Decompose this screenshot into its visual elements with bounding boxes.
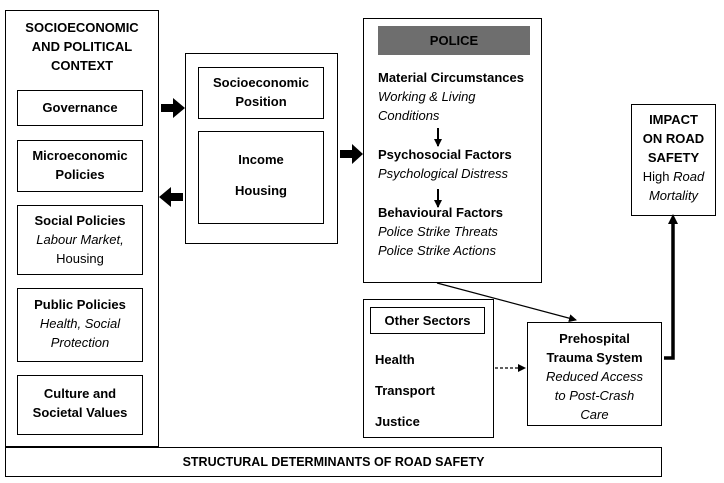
material-circumstances-title: Material Circumstances [378,70,524,85]
arrow-position-to-police [340,144,363,164]
impact-high-road: High Road [642,169,705,184]
psychosocial-factors-title: Psychosocial Factors [378,147,512,162]
arrow-position-to-context [159,187,183,207]
behavioural-factors-detail-1: Police Strike Threats [378,224,498,239]
psychosocial-factors-detail: Psychological Distress [378,166,509,181]
income-housing-box: Income Housing [198,131,324,224]
impact-road-safety-box: IMPACT ON ROAD SAFETY High Road Mortalit… [631,104,716,216]
context-title: SOCIOECONOMIC AND POLITICAL CONTEXT [25,20,139,73]
public-policies-box: Public Policies Health, Social Protectio… [17,288,143,362]
microeconomic-policies-box: Microeconomic Policies [17,140,143,192]
social-policies-box: Social Policies Labour Market, Housing [17,205,143,275]
behavioural-factors-title: Behavioural Factors [378,205,503,220]
arrow-prehospital-to-impact [664,222,675,360]
material-circumstances-detail-2: Conditions [378,108,440,123]
prehospital-trauma-box: Prehospital Trauma System Reduced Access… [527,322,662,426]
culture-values-box: Culture and Societal Values [17,375,143,435]
sector-justice: Justice [375,414,420,429]
sector-transport: Transport [375,383,435,398]
socioeconomic-position-box: Socioeconomic Position [198,67,324,119]
police-content: Material Circumstances Working & Living … [378,68,538,260]
police-header: POLICE [378,26,530,55]
governance-box: Governance [17,90,143,126]
other-sectors-header: Other Sectors [370,307,485,334]
structural-determinants-footer: STRUCTURAL DETERMINANTS OF ROAD SAFETY [5,447,662,477]
behavioural-factors-detail-2: Police Strike Actions [378,243,497,258]
arrow-context-to-position [161,98,185,118]
material-circumstances-detail-1: Working & Living [378,89,476,104]
sector-health: Health [375,352,415,367]
